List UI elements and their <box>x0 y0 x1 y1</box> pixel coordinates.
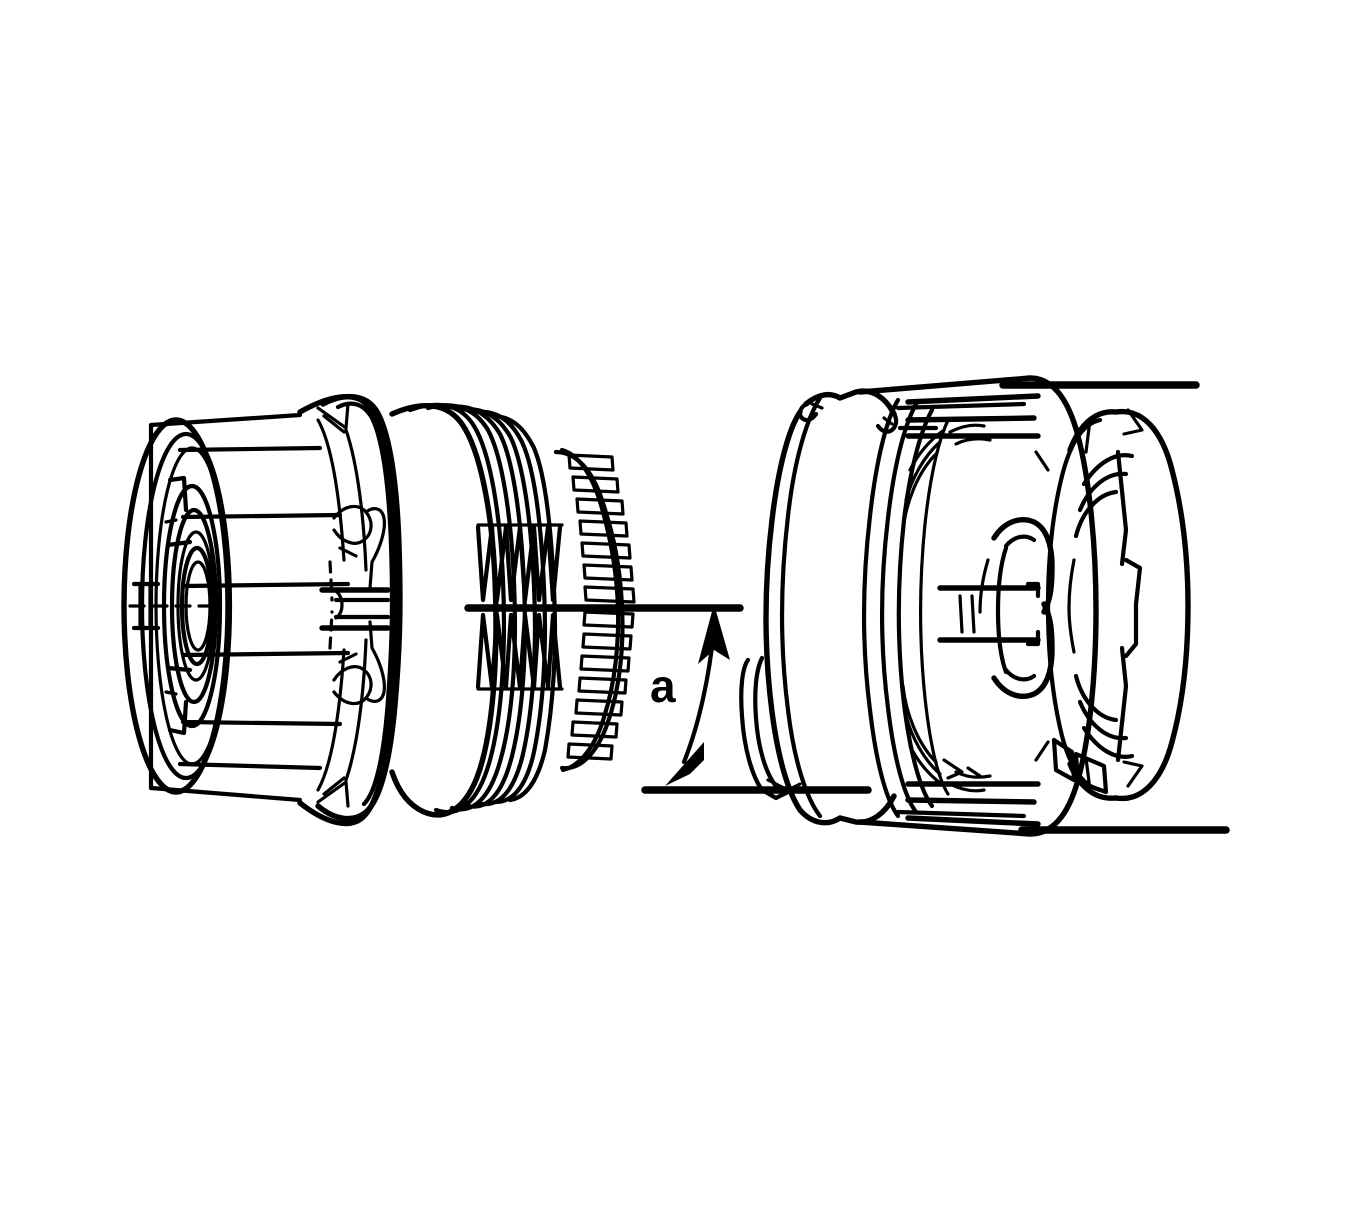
dimension-arrowhead-up <box>698 604 730 664</box>
retaining-clip <box>739 388 899 826</box>
dimension-label-a: a <box>650 660 676 712</box>
hex-hub <box>121 412 351 803</box>
dimension-arrowhead-down <box>665 742 704 786</box>
pulley-groove-hatch-upper <box>475 523 564 603</box>
grooved-pulley <box>389 402 564 818</box>
end-cap-nut <box>1034 408 1191 802</box>
flange-ring <box>297 393 403 827</box>
housing-body <box>857 375 1144 837</box>
pulley-groove-hatch-lower <box>475 612 564 691</box>
right-assembly-housing-bearing-cap <box>739 375 1230 837</box>
left-assembly-ribbed-pulley-hub <box>121 393 636 827</box>
dimension-annotation-a: a <box>464 604 872 794</box>
